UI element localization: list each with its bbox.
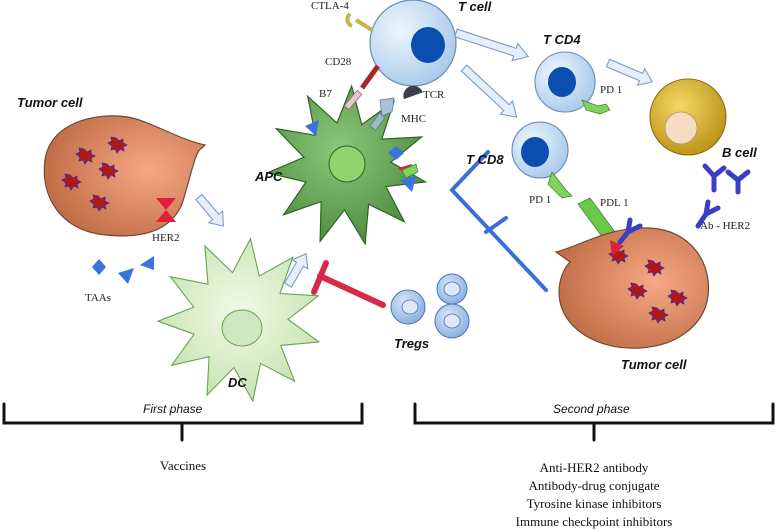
her2-receptor — [610, 240, 624, 256]
label-t-cd8: T CD8 — [466, 152, 504, 167]
second-phase-brace — [413, 402, 775, 442]
dc-nucleus — [221, 309, 263, 347]
antigen-triangle — [400, 176, 416, 192]
antibody-icon — [702, 163, 727, 193]
antigen-triangle — [140, 256, 154, 270]
tcr-molecule — [403, 85, 423, 100]
tumor-granule — [627, 282, 648, 300]
treg-cell — [436, 273, 468, 305]
b7-molecule — [343, 89, 363, 111]
antibodies — [617, 163, 751, 245]
arrow-cd4-to-bcell — [605, 58, 654, 87]
cd28-molecule — [359, 64, 381, 90]
label-tcr: TCR — [423, 89, 445, 101]
tumor-granule — [75, 147, 96, 165]
t-cell — [345, 0, 457, 100]
label-cd28: CD28 — [325, 56, 352, 68]
ctla4-molecule — [345, 12, 374, 32]
apc-receptor — [401, 163, 419, 179]
label-b-cell: B cell — [722, 145, 757, 160]
label-tumor-cell-left: Tumor cell — [17, 95, 83, 110]
dendritic-cell — [156, 237, 321, 403]
checkpoint-inhibition — [449, 150, 548, 292]
her2-receptor — [156, 198, 176, 210]
antigen-diamond — [388, 146, 404, 160]
tumor-granule — [98, 162, 119, 180]
label-t-cell: T cell — [458, 0, 492, 14]
tregs-cells — [390, 273, 470, 339]
label-dc: DC — [228, 375, 247, 390]
tumor-cell-left — [43, 115, 207, 237]
treatment-adc: Antibody-drug conjugate — [528, 478, 659, 493]
tumor-cell-right — [554, 227, 710, 349]
arrow-tumor-to-dc — [195, 193, 225, 227]
label-t-cd4: T CD4 — [543, 32, 581, 47]
t-cd4-cell — [534, 51, 611, 115]
tumor-granule — [107, 136, 128, 154]
t-cd4-nucleus — [548, 67, 576, 97]
arrow-tcell-to-cd4 — [454, 28, 530, 62]
tregs-inhibition — [311, 260, 386, 308]
label-mhc: MHC — [401, 113, 426, 125]
taas-antigens — [92, 256, 154, 284]
antigen-triangle — [118, 268, 134, 284]
label-tregs: Tregs — [394, 336, 429, 351]
tumor-granule — [89, 194, 110, 212]
t-cd8-nucleus — [521, 137, 549, 167]
b-cell-nucleus — [664, 111, 698, 145]
t-cell-nucleus — [411, 27, 445, 63]
tumor-granule — [648, 306, 669, 324]
t-cd8-cell — [511, 121, 573, 199]
label-taas: TAAs — [85, 292, 111, 304]
tumor-granule — [61, 173, 82, 191]
antibody-icon — [725, 169, 751, 195]
treatment-checkpoint: Immune checkpoint inhibitors — [516, 514, 673, 529]
label-b7: B7 — [319, 88, 332, 100]
arrow-tcell-to-cd8 — [460, 64, 518, 118]
tumor-granules-left — [61, 136, 128, 212]
label-ctla4: CTLA-4 — [311, 0, 349, 12]
antigen-diamond — [92, 259, 106, 275]
label-apc: APC — [254, 169, 283, 184]
antibody-icon — [695, 199, 721, 229]
her2-receptor — [156, 210, 176, 222]
treatment-anti-her2: Anti-HER2 antibody — [540, 460, 649, 475]
antibody-icon — [617, 217, 643, 245]
pd1-receptor-cd8 — [547, 171, 573, 199]
tumor-granule — [667, 289, 688, 307]
label-pd1-cd4: PD 1 — [600, 84, 622, 96]
her2-receptor-left — [156, 198, 176, 222]
tumor-granule — [644, 259, 665, 277]
label-pdl1: PDL 1 — [600, 197, 629, 209]
apc-nucleus — [328, 145, 366, 183]
mhc-molecule — [369, 97, 395, 131]
treatment-tki: Tyrosine kinase inhibitors — [527, 496, 662, 511]
treatment-vaccines: Vaccines — [160, 458, 206, 473]
flow-arrows — [195, 28, 654, 288]
label-first-phase: First phase — [143, 402, 203, 416]
pd1-receptor-cd4 — [581, 99, 611, 115]
arrow-dc-to-apc — [283, 253, 309, 288]
label-her2: HER2 — [152, 232, 180, 244]
label-pd1-cd8: PD 1 — [529, 194, 551, 206]
antigen-triangle — [305, 120, 319, 136]
b-cell-large — [649, 78, 727, 156]
label-ab-her2: Ab - HER2 — [700, 220, 750, 232]
first-phase-brace — [2, 402, 364, 442]
label-tumor-cell-right: Tumor cell — [621, 357, 687, 372]
treg-cell — [434, 303, 470, 339]
label-second-phase: Second phase — [553, 402, 630, 416]
treg-cell — [390, 289, 426, 325]
apc-cell — [265, 84, 428, 246]
